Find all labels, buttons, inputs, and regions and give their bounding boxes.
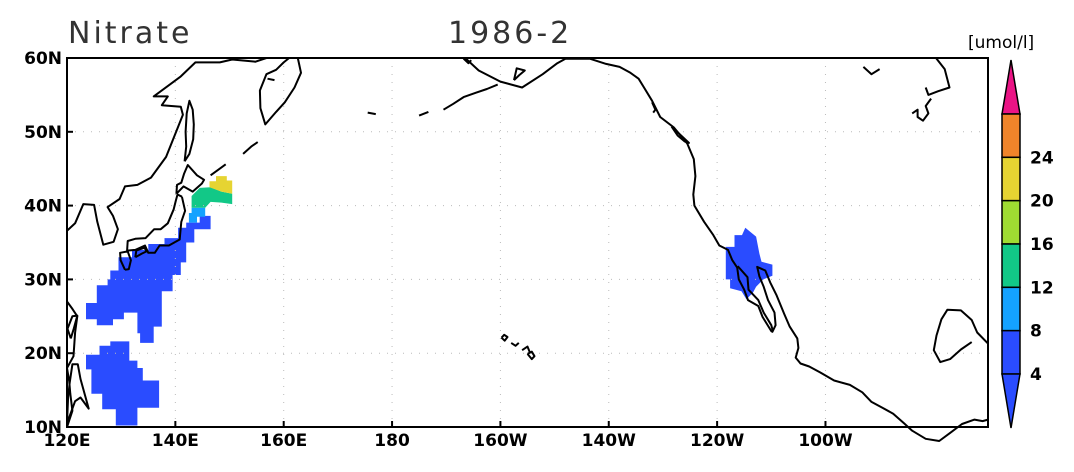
colorbar-units: [umol/l] <box>968 33 1034 53</box>
x-tick-label: 100W <box>798 431 852 451</box>
coastline-kuril-1 <box>210 163 227 177</box>
coastline-aleutian-3 <box>418 110 429 117</box>
coastline-honshu <box>126 193 187 254</box>
coastline-baja <box>736 265 774 332</box>
coastline-hudson <box>924 57 951 96</box>
colorbar-segment <box>1001 329 1021 375</box>
x-tick-label: 140W <box>582 431 636 451</box>
coastline-aleutian-5 <box>513 67 526 81</box>
nitrate-field-western-pacific-north <box>86 215 211 343</box>
coastline-hokkaido <box>175 164 206 195</box>
y-tick-label: 30N <box>24 270 62 290</box>
colorbar-segment <box>1001 156 1021 202</box>
nitrate-field-kuroshio-8 <box>188 207 206 223</box>
x-tick-label: 120E <box>43 431 90 451</box>
coastline-layer <box>66 57 989 442</box>
colorbar-segment <box>1001 199 1021 245</box>
coastline-hawaii-3 <box>521 345 532 354</box>
coastline-shikoku <box>134 246 148 259</box>
nitrate-field-layer <box>86 176 773 426</box>
y-tick-label: 60N <box>24 49 62 69</box>
coastline-kamchatka <box>258 57 302 126</box>
nitrate-field-oyashio-12 <box>191 187 233 208</box>
colorbar-label: 16 <box>1030 235 1054 255</box>
map-frame <box>66 57 989 428</box>
coastline-asia <box>66 57 267 428</box>
colorbar-extend-min <box>1001 373 1021 429</box>
map-date: 1986-2 <box>448 16 572 51</box>
nitrate-field-western-pacific-south <box>86 341 160 426</box>
coastline-luzon <box>66 363 90 424</box>
coastline-north-america <box>464 57 989 442</box>
x-tick-label: 160W <box>473 431 527 451</box>
coastline-queen-charlotte <box>651 101 657 114</box>
colorbar: 4 8 12 16 20 24 <box>1001 59 1054 429</box>
colorbar-label: 12 <box>1030 278 1054 298</box>
colorbar-label: 20 <box>1030 192 1054 212</box>
x-tick-label: 120W <box>690 431 744 451</box>
colorbar-segment <box>1001 243 1021 289</box>
coastline-hawaii-2 <box>510 342 520 347</box>
coastline-nunivak <box>462 57 472 65</box>
axis-ticks: 120E 140E 160E 180 160W 140W 120W 100W 10N 20N 30N… <box>24 49 853 451</box>
coastline-sakhalin <box>183 99 195 162</box>
y-tick-label: 20N <box>24 344 62 364</box>
coastline-vancouver-island <box>670 125 690 144</box>
grid-lines <box>67 58 988 427</box>
coastline-big-island <box>526 350 536 361</box>
y-tick-label: 50N <box>24 123 62 143</box>
x-tick-label: 160E <box>260 431 307 451</box>
coastline-aleutian-1 <box>267 77 275 82</box>
coastline-kuril-2 <box>242 141 259 155</box>
coastline-arctic-islands-1 <box>862 66 881 76</box>
coastline-aleutian-4 <box>442 83 499 111</box>
coastline-hawaii-1 <box>500 333 509 342</box>
coastline-kyushu <box>119 250 132 271</box>
colorbar-segment <box>1001 286 1021 332</box>
y-tick-label: 10N <box>24 418 62 438</box>
x-tick-label: 140E <box>152 431 199 451</box>
colorbar-label: 4 <box>1030 365 1042 385</box>
nitrate-field-oyashio-20 <box>209 176 233 194</box>
y-tick-label: 40N <box>24 197 62 217</box>
coastline-aleutian-2 <box>367 111 376 116</box>
colorbar-segment <box>1001 113 1021 159</box>
coastline-taiwan <box>66 314 79 339</box>
x-tick-label: 180 <box>374 431 410 451</box>
colorbar-label: 24 <box>1030 148 1054 168</box>
coastline-arctic-islands-2 <box>911 98 932 122</box>
coastline-gulf-coast <box>932 308 989 364</box>
map-title: Nitrate <box>68 16 192 51</box>
colorbar-extend-max <box>1001 59 1021 115</box>
colorbar-label: 8 <box>1030 322 1042 342</box>
